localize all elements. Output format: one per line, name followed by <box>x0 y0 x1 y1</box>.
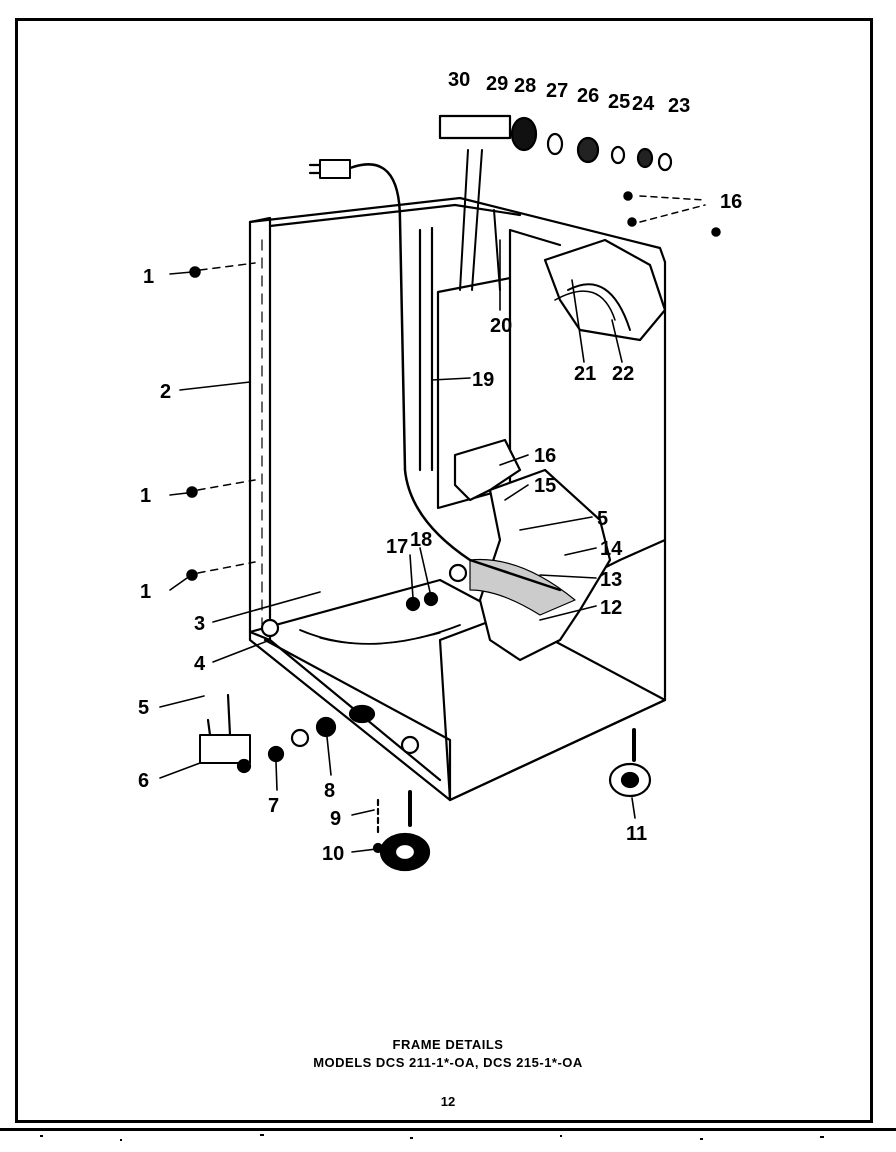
callout-9: 9 <box>330 808 341 830</box>
callout-21: 21 <box>574 363 596 385</box>
callout-12: 12 <box>600 597 622 619</box>
caption: FRAME DETAILS MODELS DCS 211-1*-OA, DCS … <box>0 1036 896 1072</box>
top-screws <box>623 191 721 237</box>
callout-1-top: 1 <box>143 266 154 288</box>
callout-10: 10 <box>322 843 344 865</box>
scan-edge-noise <box>0 1128 896 1141</box>
callout-1-mid: 1 <box>140 485 151 507</box>
callout-29: 29 <box>486 73 508 95</box>
callout-13: 13 <box>600 569 622 591</box>
caption-title: FRAME DETAILS <box>392 1037 504 1052</box>
callout-5-right: 5 <box>597 508 608 530</box>
callout-3: 3 <box>194 613 205 635</box>
callout-labels: 1 2 1 1 3 4 5 6 7 8 9 10 11 12 13 14 5 1… <box>138 69 742 865</box>
left-side-panel <box>248 216 272 642</box>
left-screws <box>186 262 256 581</box>
callout-5-left: 5 <box>138 697 149 719</box>
callout-24: 24 <box>632 93 655 115</box>
callout-2: 2 <box>160 381 171 403</box>
callout-30: 30 <box>448 69 470 91</box>
callout-22: 22 <box>612 363 634 385</box>
base-frame <box>248 578 667 802</box>
page-number: 12 <box>440 1094 456 1109</box>
callout-28: 28 <box>514 75 536 97</box>
callout-18: 18 <box>410 529 432 551</box>
callout-19: 19 <box>472 369 494 391</box>
callout-27: 27 <box>546 80 568 102</box>
callout-11: 11 <box>626 823 647 845</box>
power-cord <box>348 163 562 592</box>
drain-valve <box>199 693 252 774</box>
callout-1-bottom: 1 <box>140 581 151 603</box>
callout-14: 14 <box>600 538 623 560</box>
callout-6: 6 <box>138 770 149 792</box>
callout-15: 15 <box>534 475 556 497</box>
callout-17: 17 <box>386 536 408 558</box>
page-border <box>15 18 873 1123</box>
leader-lines <box>159 239 636 853</box>
callout-20: 20 <box>490 315 512 337</box>
callout-16-mid: 16 <box>534 445 556 467</box>
callout-16-top: 16 <box>720 191 742 213</box>
inlet-fitting-assembly <box>438 114 673 172</box>
callout-23: 23 <box>668 95 690 117</box>
callout-7: 7 <box>268 795 279 817</box>
callout-25: 25 <box>608 91 630 113</box>
cutaway-mid <box>453 438 522 502</box>
plug <box>319 159 351 179</box>
callout-8: 8 <box>324 780 335 802</box>
top-rail <box>248 196 667 264</box>
caster-right <box>608 728 652 798</box>
caption-models: MODELS DCS 211-1*-OA, DCS 215-1*-OA <box>313 1055 583 1070</box>
callout-26: 26 <box>577 85 599 107</box>
caster-front <box>379 790 431 872</box>
callout-4: 4 <box>194 653 206 675</box>
